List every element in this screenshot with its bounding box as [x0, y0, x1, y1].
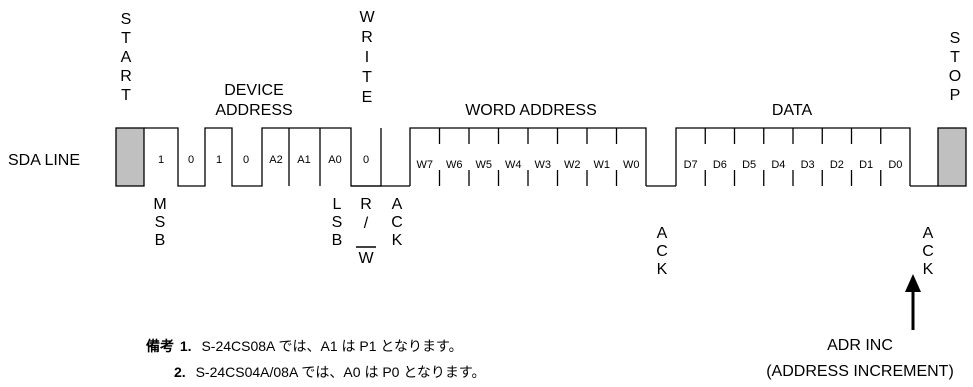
device-address-waveform — [144, 127, 382, 187]
stop-label-char: T — [950, 49, 960, 66]
word-address-bit-label: W0 — [623, 159, 640, 171]
lsb-label-char: L — [333, 196, 342, 213]
ack-label-1-char: C — [391, 214, 403, 231]
data-bit-label: D1 — [859, 159, 873, 171]
diagram-labels: 1 0 1 0 A2 A1 A0 0 W7 W6 W5 W4 W3 W2 W1 W0 D7 D6 D5 D4 D3 D2 D… — [8, 9, 961, 278]
data-bit-label: D7 — [684, 159, 698, 171]
ack-label-2-char: C — [656, 243, 668, 260]
write-label-char: T — [362, 69, 372, 86]
note-1-text: S-24CS08A では、A1 は P1 となります。 — [201, 338, 463, 354]
start-label-char: T — [121, 87, 131, 104]
msb-label-char: B — [155, 232, 166, 249]
adr-inc-arrow-head — [905, 274, 921, 292]
data-bit-label: D4 — [771, 159, 785, 171]
rw-label-slash: / — [364, 215, 369, 232]
start-condition-block — [115, 127, 145, 187]
sda-line-label: SDA LINE — [8, 152, 80, 169]
adr-inc-description: (ADDRESS INCREMENT) — [766, 363, 954, 380]
word-address-bit-label: W5 — [476, 159, 493, 171]
data-bit-label: D3 — [801, 159, 815, 171]
note-2: 2. S-24CS04A/08A では、A0 は P0 となります。 — [174, 362, 486, 382]
rw-label-w: W — [358, 250, 374, 267]
adr-inc-label: ADR INC — [827, 337, 893, 354]
device-bit-label: 0 — [188, 154, 194, 166]
device-bit-label: A2 — [269, 154, 282, 166]
note-1-number: 1. — [179, 338, 192, 354]
write-label-char: I — [365, 49, 369, 66]
device-bit-label: A1 — [297, 154, 310, 166]
device-bit-label: A0 — [328, 154, 341, 166]
ack-label-1-char: A — [392, 196, 403, 213]
data-bit-label: D6 — [713, 159, 727, 171]
note-1: 備考 1. S-24CS08A では、A1 は P1 となります。 — [146, 336, 463, 356]
device-bit-label: 1 — [158, 154, 164, 166]
ack-label-2-char: K — [657, 261, 668, 278]
msb-label-char: M — [153, 196, 166, 213]
data-bit-label: D0 — [888, 159, 902, 171]
data-bit-label: D2 — [830, 159, 844, 171]
word-address-bit-label: W2 — [564, 159, 581, 171]
word-address-bit-label: W6 — [446, 159, 463, 171]
data-bit-label: D5 — [742, 159, 756, 171]
stop-label-char: P — [950, 87, 961, 104]
start-label-char: S — [121, 11, 132, 28]
stop-label-char: O — [949, 68, 961, 85]
device-address-title-line1: DEVICE — [224, 82, 284, 99]
sda-signal-waveform — [115, 127, 967, 330]
device-bit-label: 0 — [243, 154, 249, 166]
lsb-label-char: S — [332, 214, 343, 231]
rw-label-r: R — [360, 196, 372, 213]
note-2-number: 2. — [174, 364, 186, 380]
ack-label-2-char: A — [657, 225, 668, 242]
ack-label-3-char: A — [923, 225, 934, 242]
word-address-bit-label: W3 — [535, 159, 552, 171]
write-label-char: E — [362, 89, 373, 106]
msb-label-char: S — [155, 214, 166, 231]
device-bit-label: 1 — [216, 154, 222, 166]
ack-label-3-char: K — [923, 261, 934, 278]
data-title: DATA — [772, 102, 813, 119]
note-prefix: 備考 — [146, 338, 174, 354]
device-bit-label: 0 — [363, 154, 369, 166]
word-address-bit-label: W1 — [594, 159, 611, 171]
word-address-bit-label: W4 — [505, 159, 522, 171]
start-label-char: A — [121, 49, 132, 66]
word-address-bit-label: W7 — [417, 159, 434, 171]
note-2-text: S-24CS04A/08A では、A0 は P0 となります。 — [195, 364, 486, 380]
start-label-char: R — [120, 68, 132, 85]
word-address-title: WORD ADDRESS — [465, 102, 597, 119]
write-label-char: W — [359, 9, 375, 26]
device-address-title-line2: ADDRESS — [215, 102, 292, 119]
stop-condition-block — [937, 127, 967, 187]
lsb-label-char: B — [332, 232, 343, 249]
start-label-char: T — [121, 30, 131, 47]
ack-label-3-char: C — [922, 243, 934, 260]
ack-label-1-char: K — [392, 232, 403, 249]
write-label-char: R — [361, 29, 373, 46]
stop-label-char: S — [950, 30, 961, 47]
